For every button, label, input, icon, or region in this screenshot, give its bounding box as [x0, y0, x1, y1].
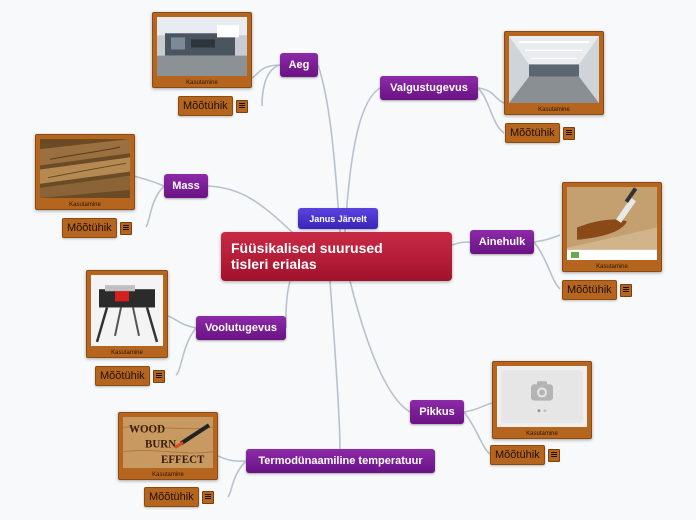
central-title-line2: tisleri erialas [231, 256, 442, 272]
table-saw-image [91, 275, 163, 346]
unit-label: Mõõtühik [178, 96, 233, 116]
image-caption: Kasutamine [87, 350, 167, 356]
author-name: Janus Järvelt [309, 214, 367, 224]
image-caption: Kasutamine [493, 431, 591, 437]
image-card-voolutugevus[interactable]: Kasutamine [86, 270, 168, 358]
warehouse-lights-image [509, 36, 599, 103]
unit-temperatuur[interactable]: Mõõtühik [144, 487, 214, 507]
author-badge[interactable]: Janus Järvelt [298, 208, 378, 229]
image-card-valgustugevus[interactable]: Kasutamine [504, 31, 604, 115]
unit-label: Mõõtühik [505, 123, 560, 143]
image-card-ainehulk[interactable]: Kasutamine [562, 182, 662, 272]
unit-mass[interactable]: Mõõtühik [62, 218, 132, 238]
image-card-pikkus[interactable]: Kasutamine [492, 361, 592, 439]
image-caption: Kasutamine [153, 80, 251, 86]
unit-label: Mõõtühik [562, 280, 617, 300]
image-caption: Kasutamine [36, 202, 134, 208]
unit-label: Mõõtühik [62, 218, 117, 238]
image-card-aeg[interactable]: Kasutamine [152, 12, 252, 88]
note-icon[interactable] [563, 127, 575, 140]
topic-valgustugevus[interactable]: Valgustugevus [380, 76, 478, 100]
wood-text: WOOD [129, 423, 165, 435]
note-icon[interactable] [548, 449, 560, 462]
wood-planks-image [40, 139, 130, 198]
central-title-line1: Füüsikalised suurused [231, 240, 442, 256]
topic-label: Termodünaamiline temperatuur [258, 455, 422, 467]
topic-temperatuur[interactable]: Termodünaamiline temperatuur [246, 449, 435, 473]
image-caption: Kasutamine [119, 472, 217, 478]
topic-pikkus[interactable]: Pikkus [410, 400, 464, 424]
topic-mass[interactable]: Mass [164, 174, 208, 198]
topic-label: Mass [172, 180, 200, 192]
unit-ainehulk[interactable]: Mõõtühik [562, 280, 632, 300]
image-caption: Kasutamine [505, 107, 603, 113]
unit-label: Mõõtühik [490, 445, 545, 465]
image-caption: Kasutamine [563, 264, 661, 270]
unit-valgustugevus[interactable]: Mõõtühik [505, 123, 575, 143]
wood-burn-effect-image: WOOD BURN EFFECT [123, 417, 213, 468]
image-card-temperatuur[interactable]: WOOD BURN EFFECT Kasutamine [118, 412, 218, 480]
note-icon[interactable] [153, 370, 165, 383]
unit-label: Mõõtühik [95, 366, 150, 386]
image-card-mass[interactable]: Kasutamine [35, 134, 135, 210]
topic-label: Ainehulk [479, 236, 525, 248]
topic-label: Pikkus [419, 406, 454, 418]
burn-text: BURN [145, 439, 176, 451]
note-icon[interactable] [120, 222, 132, 235]
factory-machine-image [157, 17, 247, 76]
wood-stain-brush-image [567, 187, 657, 260]
unit-aeg[interactable]: Mõõtühik [178, 96, 248, 116]
topic-label: Aeg [289, 59, 310, 71]
effect-text: EFFECT [161, 454, 205, 466]
note-icon[interactable] [620, 284, 632, 297]
unit-label: Mõõtühik [144, 487, 199, 507]
unit-pikkus[interactable]: Mõõtühik [490, 445, 560, 465]
topic-aeg[interactable]: Aeg [280, 53, 318, 77]
central-topic[interactable]: Füüsikalised suurused tisleri erialas [221, 232, 452, 281]
topic-label: Voolutugevus [205, 322, 277, 334]
note-icon[interactable] [236, 100, 248, 113]
unit-voolutugevus[interactable]: Mõõtühik [95, 366, 165, 386]
topic-voolutugevus[interactable]: Voolutugevus [196, 316, 286, 340]
image-placeholder [497, 366, 587, 427]
topic-ainehulk[interactable]: Ainehulk [470, 230, 534, 254]
topic-label: Valgustugevus [390, 82, 468, 94]
note-icon[interactable] [202, 491, 214, 504]
